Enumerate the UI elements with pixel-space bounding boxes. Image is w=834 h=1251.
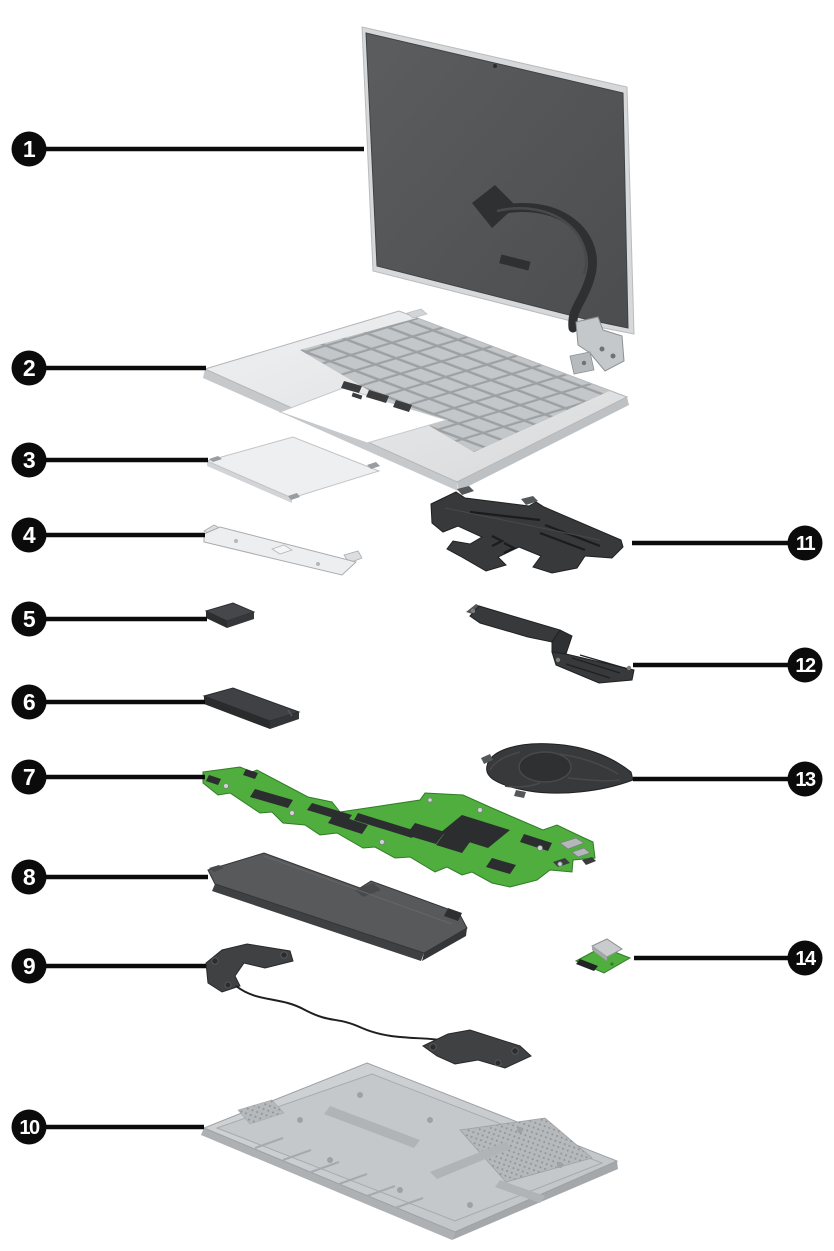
board-ports <box>553 837 596 867</box>
cover-ribs <box>254 1137 424 1209</box>
callout-circle <box>787 525 823 561</box>
system-board-part <box>202 766 596 888</box>
callout-number: 14 <box>795 948 817 970</box>
heatsink-fins <box>565 654 629 679</box>
callout-circle <box>11 684 47 720</box>
callout-circle <box>11 948 47 984</box>
callout-6-solid-state-drive: 6 <box>11 684 205 720</box>
keyboard-cables <box>341 381 412 412</box>
usb-board-part <box>574 938 632 974</box>
callout-circle <box>11 759 47 795</box>
callout-circle <box>787 647 823 683</box>
callout-number: 4 <box>23 522 36 548</box>
callout-number: 1 <box>23 136 36 162</box>
callout-number: 11 <box>796 533 816 555</box>
callout-7-system-board: 7 <box>11 759 205 795</box>
keyboard-keys <box>300 318 609 452</box>
callout-9-speakers: 9 <box>11 948 206 984</box>
display-assembly-part <box>361 26 635 375</box>
callout-5-small-module: 5 <box>11 601 207 637</box>
callout-number: 2 <box>23 355 35 381</box>
callout-number: 7 <box>23 764 35 790</box>
fan-part <box>481 743 634 798</box>
touchpad-bracket-part <box>203 524 363 576</box>
battery-part <box>207 852 468 961</box>
callout-number: 5 <box>23 606 36 632</box>
callout-14-usb-board: 14 <box>634 940 823 976</box>
fan-blades <box>489 751 621 788</box>
speaker-cable <box>235 985 449 1042</box>
callout-circle <box>11 1109 47 1145</box>
callout-4-touchpad-bracket: 4 <box>11 517 205 553</box>
left-speaker <box>205 943 294 993</box>
callout-10-bottom-cover: 10 <box>11 1109 204 1145</box>
heat-sink-part <box>466 604 635 684</box>
callout-circle <box>11 131 47 167</box>
callout-circle <box>11 442 47 478</box>
small-module-part <box>204 602 256 628</box>
touchpad-opening <box>278 387 449 444</box>
usb-port <box>591 938 623 958</box>
callout-1-display-assembly: 1 <box>11 131 364 167</box>
callout-8-battery: 8 <box>11 859 208 895</box>
callout-number: 3 <box>23 447 35 473</box>
display-hinge <box>569 316 625 375</box>
cover-bars <box>324 1106 545 1203</box>
callout-number: 6 <box>23 689 35 715</box>
webcam-dot <box>493 64 497 68</box>
callout-number: 12 <box>795 655 816 677</box>
callout-circle <box>11 350 47 386</box>
callout-2-top-cover-with-keyboard: 2 <box>11 350 206 386</box>
callout-number: 13 <box>795 769 816 791</box>
board-screws <box>223 783 563 867</box>
callout-13-fan: 13 <box>633 761 823 797</box>
callout-circle <box>787 940 823 976</box>
callout-number: 8 <box>23 864 36 890</box>
callout-3-touchpad: 3 <box>11 442 208 478</box>
callout-circle <box>11 601 47 637</box>
callout-12-heat-sink: 12 <box>633 647 823 683</box>
callout-number: 10 <box>19 1117 40 1139</box>
left-grille <box>237 1099 285 1125</box>
callout-circle <box>11 859 47 895</box>
display-cable-flag <box>472 185 516 228</box>
callout-circle <box>11 517 47 553</box>
touchpad-part <box>205 436 381 503</box>
speakers-part <box>205 943 532 1069</box>
callout-11-system-board-shield: 11 <box>632 525 823 561</box>
bottom-cover-part <box>201 1062 619 1240</box>
board-chips <box>206 769 552 874</box>
callout-number: 9 <box>23 953 35 979</box>
system-board-shield-part <box>430 486 624 574</box>
top-cover-keyboard-part <box>203 308 629 491</box>
screw-bosses <box>297 1092 563 1208</box>
ssd-part <box>202 687 301 729</box>
shield-details <box>469 510 601 554</box>
callout-circle <box>787 761 823 797</box>
right-speaker <box>422 1029 532 1069</box>
